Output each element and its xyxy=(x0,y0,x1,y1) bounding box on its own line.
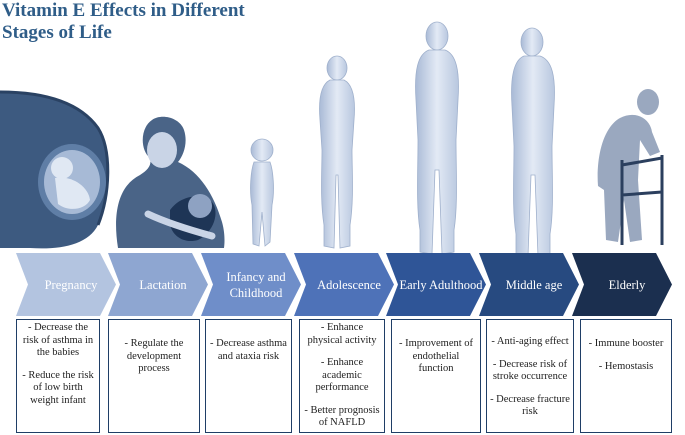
breastfeeding-mother-icon xyxy=(116,116,225,248)
stage-label: Pregnancy xyxy=(44,277,98,292)
pregnancy-belly-icon xyxy=(0,90,110,249)
stage-label: Lactation xyxy=(139,277,187,292)
title-line-1: Vitamin E Effects in Different xyxy=(2,0,245,21)
effect-item: - Reduce the risk of low birth weight in… xyxy=(22,369,94,406)
adolescent-figure-icon xyxy=(319,55,355,249)
stage-label: Elderly xyxy=(608,277,646,292)
effect-item: - Hemostasis xyxy=(598,360,654,372)
effects-box-lactation: - Regulate the development process xyxy=(108,319,200,433)
effect-item: - Decrease fracture risk xyxy=(490,393,570,418)
stage-chevron-adolescence: Adolescence xyxy=(294,253,394,316)
middle-aged-figure-icon xyxy=(511,27,555,257)
stage-label: Adolescence xyxy=(317,277,381,292)
effect-item: - Enhance physical activity xyxy=(307,322,377,346)
effect-item: - Decrease the risk of asthma in the bab… xyxy=(22,322,94,358)
stage-chevron-early-adulthood: Early Adulthood xyxy=(386,253,486,316)
effect-item: - Better prognosis of NAFLD xyxy=(304,404,380,429)
effect-item: - Decrease asthma and ataxia risk xyxy=(210,338,287,362)
effects-box-middle-age: - Anti-aging effect - Decrease risk of s… xyxy=(486,319,574,433)
effects-box-infancy: - Decrease asthma and ataxia risk xyxy=(205,319,292,433)
effect-item: - Improvement of endothelial function xyxy=(398,338,474,374)
life-stage-illustrations xyxy=(0,21,664,257)
stage-label: Middle age xyxy=(505,277,563,292)
effect-item: - Regulate the development process xyxy=(124,338,184,374)
elderly-with-walker-icon xyxy=(597,89,664,245)
stage-label: Early Adulthood xyxy=(399,277,483,292)
effect-item: - Enhance academic performance xyxy=(315,357,369,393)
child-figure-icon xyxy=(250,138,274,247)
title-line-2: Stages of Life xyxy=(2,22,112,43)
stage-chevron-middle-age: Middle age xyxy=(479,253,579,316)
stages-chevron-row: Pregnancy Lactation Infancy and Childhoo… xyxy=(0,253,685,316)
effects-box-pregnancy: - Decrease the risk of asthma in the bab… xyxy=(16,319,100,433)
stage-label: Infancy and Childhood xyxy=(226,269,286,300)
stage-chevron-lactation: Lactation xyxy=(108,253,208,316)
effects-box-elderly: - Immune booster - Hemostasis xyxy=(580,319,672,433)
effect-item: - Immune booster xyxy=(588,338,664,349)
stage-chevron-infancy: Infancy and Childhood xyxy=(201,253,301,316)
stage-chevron-pregnancy: Pregnancy xyxy=(16,253,116,316)
diagram-title: Vitamin E Effects in Different Stages of… xyxy=(2,0,245,44)
effect-item: - Anti-aging effect xyxy=(491,336,569,347)
stage-chevron-elderly: Elderly xyxy=(572,253,672,316)
effects-box-early-adulthood: - Improvement of endothelial function xyxy=(391,319,481,433)
young-adult-figure-icon xyxy=(415,21,459,255)
effects-box-adolescence: - Enhance physical activity - Enhance ac… xyxy=(299,319,385,433)
effect-item: - Decrease risk of stroke occurrence xyxy=(492,358,568,383)
